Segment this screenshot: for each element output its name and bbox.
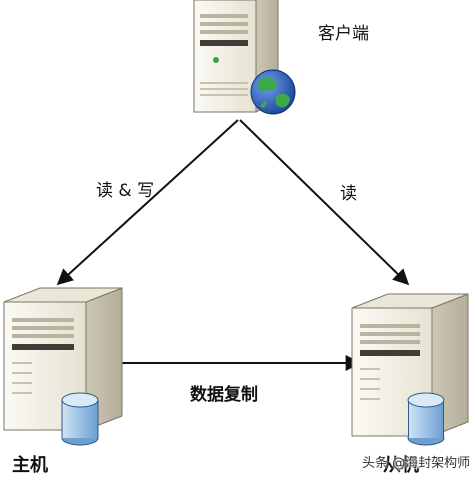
globe-icon [250,69,296,115]
master-label: 主机 [12,455,48,476]
read-write-edge-label: 读 & 写 [96,181,155,201]
watermark: 头条 @海封架构师 [362,456,471,471]
edge-client-to-master [56,119,239,286]
master-database-icon [61,392,99,446]
client-label: 客户端 [318,24,369,44]
edge-client-to-slave [239,119,410,286]
read-edge-label: 读 [340,184,357,204]
replication-edge-label: 数据复制 [190,385,258,405]
slave-database-icon [407,392,445,446]
slave-label: 从机 [383,455,419,476]
